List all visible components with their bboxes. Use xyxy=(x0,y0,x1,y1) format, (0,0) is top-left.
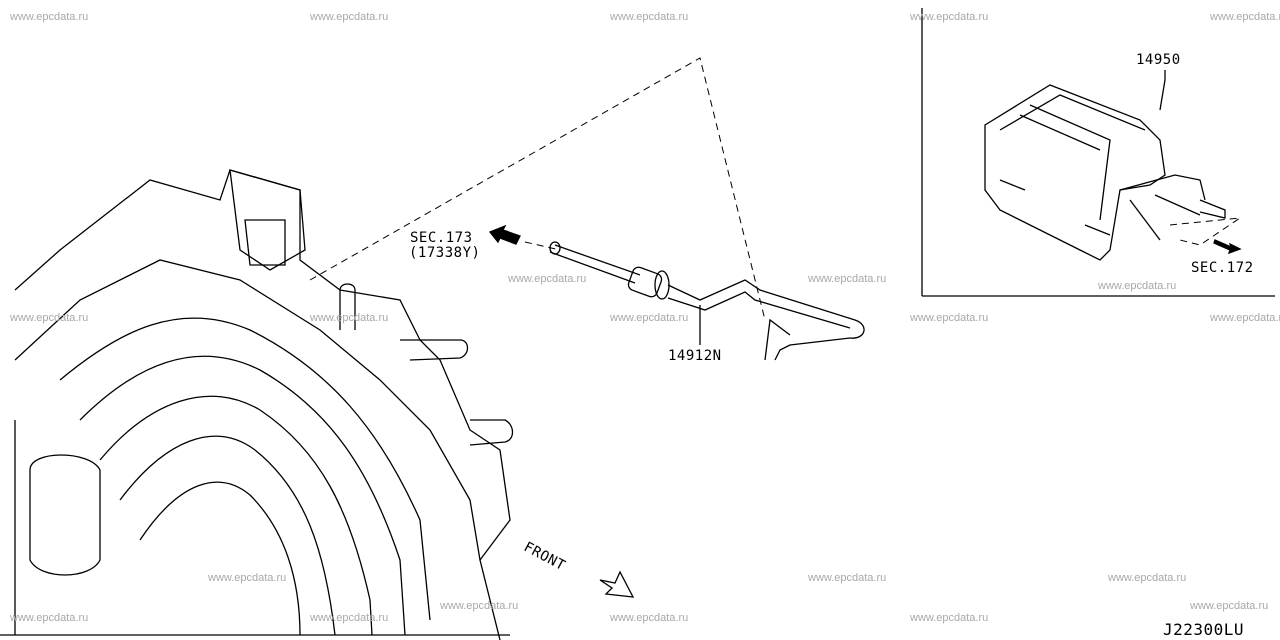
hose-14912n xyxy=(549,241,865,361)
watermark: www.epcdata.ru xyxy=(208,572,287,584)
watermark: www.epcdata.ru xyxy=(1108,572,1187,584)
label-part-14912n[interactable]: 14912N xyxy=(668,348,722,364)
watermark: www.epcdata.ru xyxy=(910,612,989,624)
canister-14950 xyxy=(984,70,1226,261)
arrow-sec172-icon xyxy=(1213,239,1242,255)
watermark: www.epcdata.ru xyxy=(610,312,689,324)
watermark: www.epcdata.ru xyxy=(10,612,89,624)
watermark: www.epcdata.ru xyxy=(1190,600,1269,612)
engine-intake-manifold xyxy=(0,169,514,640)
label-sec173-ref[interactable]: (17338Y) xyxy=(409,245,481,261)
watermark: www.epcdata.ru xyxy=(508,273,587,285)
watermark: www.epcdata.ru xyxy=(10,11,89,23)
watermark: www.epcdata.ru xyxy=(310,11,389,23)
watermark: www.epcdata.ru xyxy=(610,11,689,23)
dashed-leaders xyxy=(309,57,1241,321)
label-part-14950[interactable]: 14950 xyxy=(1136,52,1181,68)
watermark: www.epcdata.ru xyxy=(310,312,389,324)
watermark: www.epcdata.ru xyxy=(910,312,989,324)
watermark: www.epcdata.ru xyxy=(440,600,519,612)
watermark: www.epcdata.ru xyxy=(808,273,887,285)
watermark: www.epcdata.ru xyxy=(1210,11,1280,23)
arrow-front-icon xyxy=(599,570,635,598)
inset-frame xyxy=(921,8,1275,297)
label-sec172[interactable]: SEC.172 xyxy=(1191,260,1254,276)
watermark: www.epcdata.ru xyxy=(10,312,89,324)
watermark: www.epcdata.ru xyxy=(310,612,389,624)
watermark: www.epcdata.ru xyxy=(910,11,989,23)
watermark: www.epcdata.ru xyxy=(1210,312,1280,324)
arrows xyxy=(488,224,1242,598)
watermark: www.epcdata.ru xyxy=(1098,280,1177,292)
arrow-sec173-icon xyxy=(488,224,521,245)
watermark: www.epcdata.ru xyxy=(610,612,689,624)
watermark: www.epcdata.ru xyxy=(808,572,887,584)
diagram-code: J22300LU xyxy=(1163,620,1245,639)
label-sec173[interactable]: SEC.173 xyxy=(410,230,473,246)
